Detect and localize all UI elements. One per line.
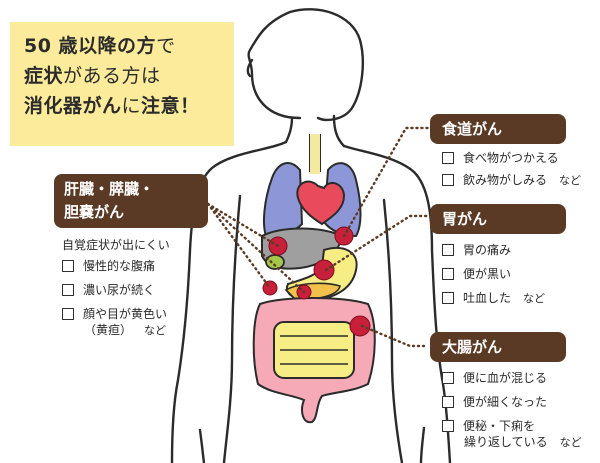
headline-line-3: 消化器がんに注意！ [24,95,200,117]
right-torso-side [382,198,404,463]
checkbox[interactable] [442,372,454,384]
checkbox[interactable] [442,420,454,432]
checkbox[interactable] [442,174,454,186]
checkbox[interactable] [62,284,74,296]
checkbox[interactable] [442,268,454,280]
liver-symptom-1: 慢性的な腹痛 [62,258,155,274]
liver-symptom-3-cont: （黄疸）など [84,323,167,337]
colon-symptom-2: 便が細くなった [442,394,547,410]
tumor-colon [349,315,371,337]
leader-esophagus [342,126,432,238]
stomach-symptom-1: 胃の痛み [442,242,511,258]
stomach-symptom-2: 便が黒い [442,266,511,282]
leader-liver-2 [206,202,272,290]
colon-symptom-3-cont: 繰り返しているなど [464,435,582,449]
trachea-fill [310,134,320,174]
liver-symptom-3: 顔や目が黄色い [62,306,167,322]
headline-line-2: 症状がある方は [24,65,161,87]
checkbox[interactable] [442,244,454,256]
heart [296,180,346,226]
checkbox[interactable] [442,396,454,408]
leader-liver-3 [206,202,306,294]
headline-box: 50 歳以降の方で 症状がある方は 消化器がんに注意！ [10,22,234,146]
esophagus-symptom-2: 飲み物がしみるなど [442,172,581,189]
right-arm-inner [419,426,426,463]
leader-colon [360,324,430,348]
colon-symptom-1: 便に血が混じる [442,370,547,386]
stomach-label: 胃がん [430,204,566,234]
liver-pancreas-gallbladder-label: 肝臓・膵臓・ 胆嚢がん [54,174,208,228]
checkbox[interactable] [62,260,74,272]
left-arm-inner [198,428,206,463]
esophagus-symptom-1: 食べ物がつかえる [442,150,559,166]
checkbox[interactable] [442,152,454,164]
head-outline [247,8,365,122]
colon-symptom-3: 便秘・下痢を [442,418,535,434]
left-torso-side [222,194,242,463]
tumor-gallbladder [262,280,278,296]
leader-liver-1 [206,202,280,248]
checkbox[interactable] [442,292,454,304]
left-shoulder-arm [170,140,288,463]
esophagus-label: 食道がん [430,114,566,144]
tumor-stomach [313,259,335,281]
left-lung [263,162,304,238]
gallbladder [265,254,285,270]
neck-right [332,114,346,148]
leader-stomach [324,214,430,272]
nose [246,58,254,78]
liver-symptom-2: 濃い尿が続く [62,282,155,298]
headline-line-1: 50 歳以降の方で [24,35,176,57]
checkbox[interactable] [62,308,74,320]
liver-note: 自覚症状が出にくい [62,238,170,252]
colon-label: 大腸がん [430,332,566,362]
stomach-symptom-3: 吐血したなど [442,290,545,307]
neck-left [284,116,294,144]
